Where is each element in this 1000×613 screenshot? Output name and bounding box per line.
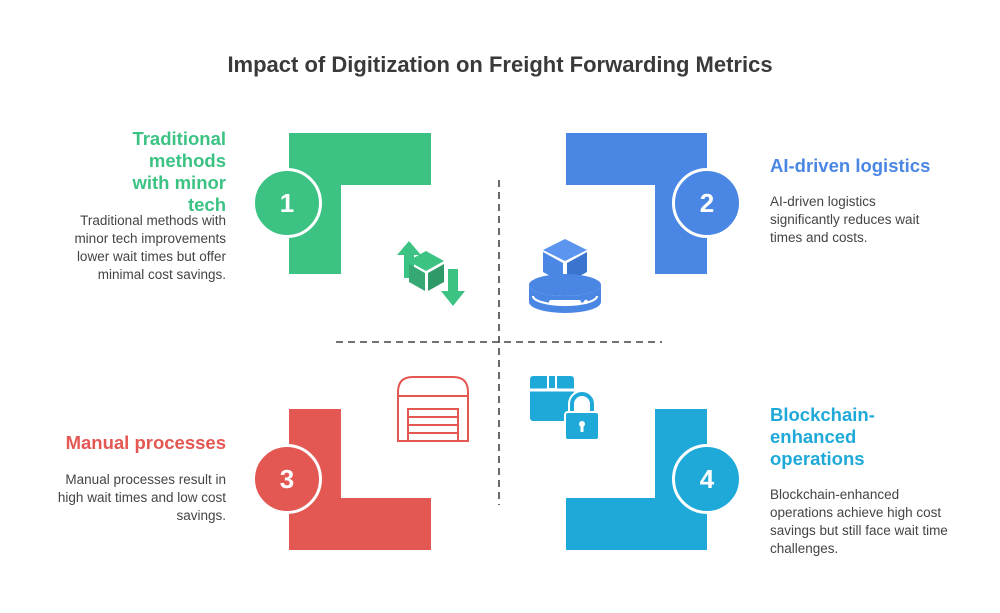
quadrant-1-shape: [289, 133, 431, 274]
page-title: Impact of Digitization on Freight Forwar…: [227, 52, 773, 77]
quadrant-4-shape: [566, 409, 707, 550]
quadrant-4-badge: 4: [672, 444, 742, 514]
quadrant-3-badge: 3: [252, 444, 322, 514]
quadrant-2-heading: AI-driven logistics: [770, 155, 931, 176]
quadrant-4-description: Blockchain-enhanced operations achieve h…: [770, 487, 948, 556]
quadrant-3-shape: [289, 409, 431, 550]
quadrant-1-badge: 1: [252, 168, 322, 238]
quadrant-4-heading: Blockchain-enhanced operations: [770, 404, 875, 469]
quadrant-3-description: Manual processes result in high wait tim…: [57, 472, 226, 523]
quadrant-3-heading: Manual processes: [65, 432, 226, 453]
box-arrows-icon: [397, 241, 465, 306]
quadrant-2-description: AI-driven logistics significantly reduce…: [770, 194, 920, 245]
box-lock-icon: [530, 376, 600, 441]
quadrant-1-description: Traditional methods with minor tech impr…: [74, 213, 226, 282]
box-server-icon: [529, 239, 601, 313]
garage-door-icon: [397, 376, 469, 442]
quadrant-1-heading: Traditional methods with minor tech: [132, 128, 226, 215]
quadrant-2-shape: [566, 133, 707, 274]
quadrant-2-badge: 2: [672, 168, 742, 238]
